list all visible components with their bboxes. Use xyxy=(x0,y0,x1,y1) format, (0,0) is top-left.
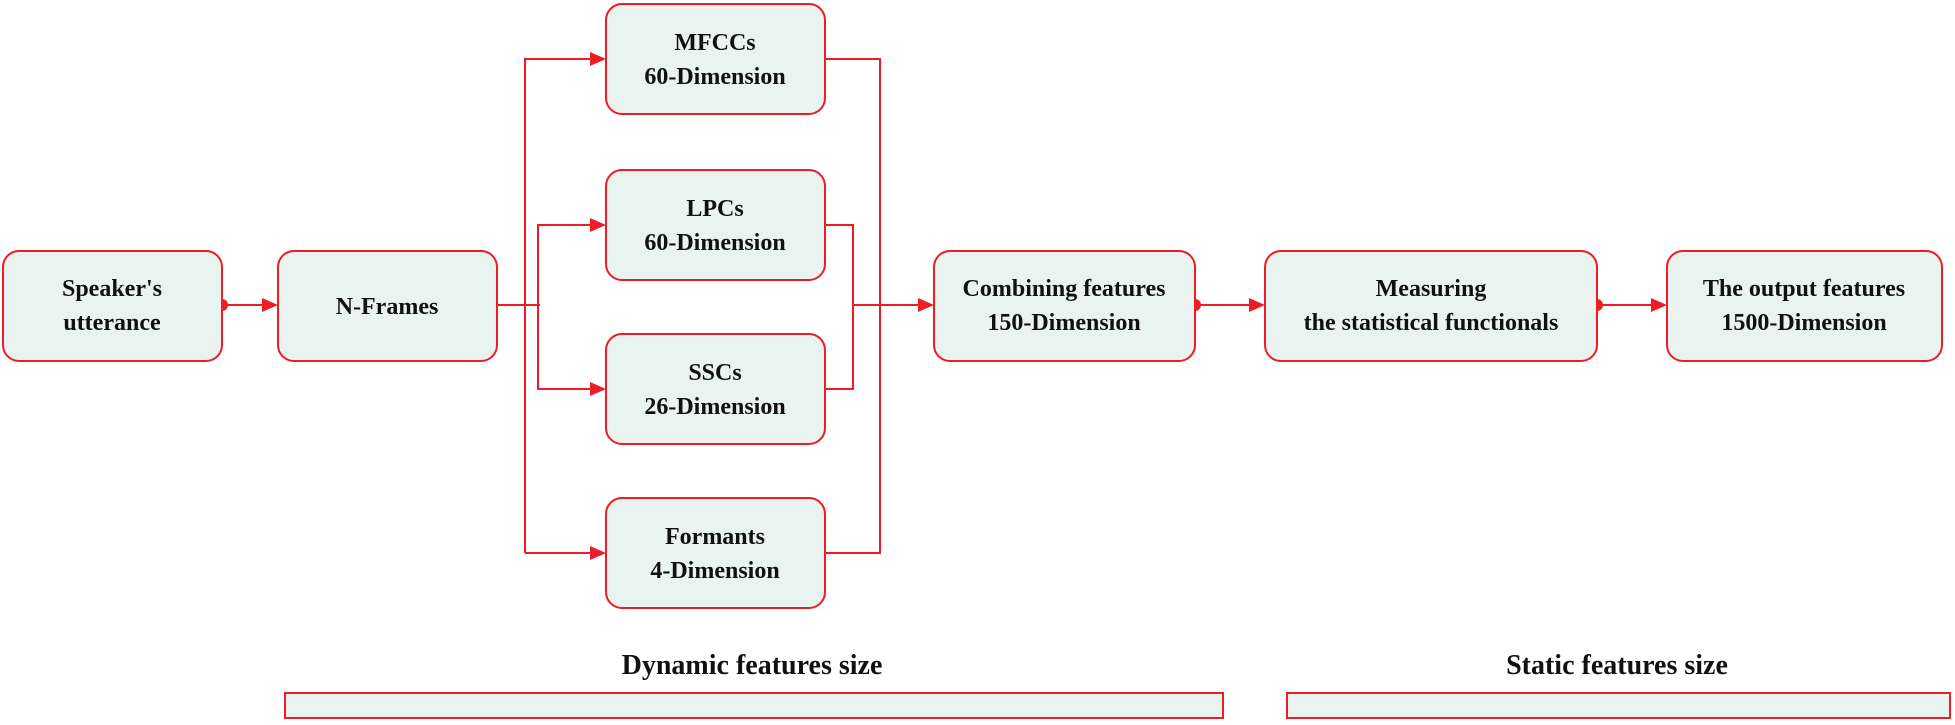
node-speaker-utterance: Speaker's utterance xyxy=(2,250,223,362)
node-mfcc-line1: MFCCs xyxy=(674,30,755,56)
node-n-frames: N-Frames xyxy=(277,250,498,362)
static-features-group: Static features size xyxy=(1286,650,1951,719)
node-formants-line1: Formants xyxy=(665,524,765,550)
node-ssc-line2: 26-Dimension xyxy=(644,394,785,420)
node-combine-line2: 150-Dimension xyxy=(987,310,1140,336)
dynamic-features-bar xyxy=(284,692,1224,719)
node-speaker-line1: Speaker's xyxy=(62,276,162,302)
node-nframes-line1: N-Frames xyxy=(336,294,439,320)
node-lpc-line1: LPCs xyxy=(686,196,743,222)
node-output-line1: The output features xyxy=(1703,276,1905,302)
node-combining-features: Combining features 150-Dimension xyxy=(933,250,1196,362)
node-ssc-line1: SSCs xyxy=(688,360,741,386)
node-measuring-functionals: Measuring the statistical functionals xyxy=(1264,250,1598,362)
arrow-head-ssc xyxy=(590,382,606,396)
arrow-head-measure xyxy=(1249,298,1265,312)
edge-lpc-merge xyxy=(825,224,854,390)
node-output-line2: 1500-Dimension xyxy=(1721,310,1886,336)
node-formants-line2: 4-Dimension xyxy=(650,558,779,584)
node-combine-line1: Combining features xyxy=(963,276,1166,302)
edge-bus-mfcc xyxy=(524,58,592,553)
node-sscs: SSCs 26-Dimension xyxy=(605,333,826,445)
arrow-head-combine xyxy=(918,298,934,312)
node-measure-line1: Measuring xyxy=(1376,276,1487,302)
node-speaker-line2: utterance xyxy=(63,310,161,336)
node-mfccs: MFCCs 60-Dimension xyxy=(605,3,826,115)
node-lpc-line2: 60-Dimension xyxy=(644,230,785,256)
node-mfcc-line2: 60-Dimension xyxy=(644,64,785,90)
arrow-head-formants xyxy=(590,546,606,560)
arrow-head-lpc xyxy=(590,218,606,232)
node-lpcs: LPCs 60-Dimension xyxy=(605,169,826,281)
arrow-head-nframes xyxy=(262,298,278,312)
arrow-head-mfcc xyxy=(590,52,606,66)
edge-bus-ssc xyxy=(537,305,592,390)
node-formants: Formants 4-Dimension xyxy=(605,497,826,609)
dynamic-features-group: Dynamic features size xyxy=(284,650,1224,719)
arrow-head-output xyxy=(1651,298,1667,312)
dynamic-features-label: Dynamic features size xyxy=(622,650,883,681)
node-output-features: The output features 1500-Dimension xyxy=(1666,250,1943,362)
static-features-label: Static features size xyxy=(1506,650,1728,681)
edge-bus-lpc xyxy=(537,224,592,389)
node-measure-line2: the statistical functionals xyxy=(1304,310,1559,336)
static-features-bar xyxy=(1286,692,1951,719)
